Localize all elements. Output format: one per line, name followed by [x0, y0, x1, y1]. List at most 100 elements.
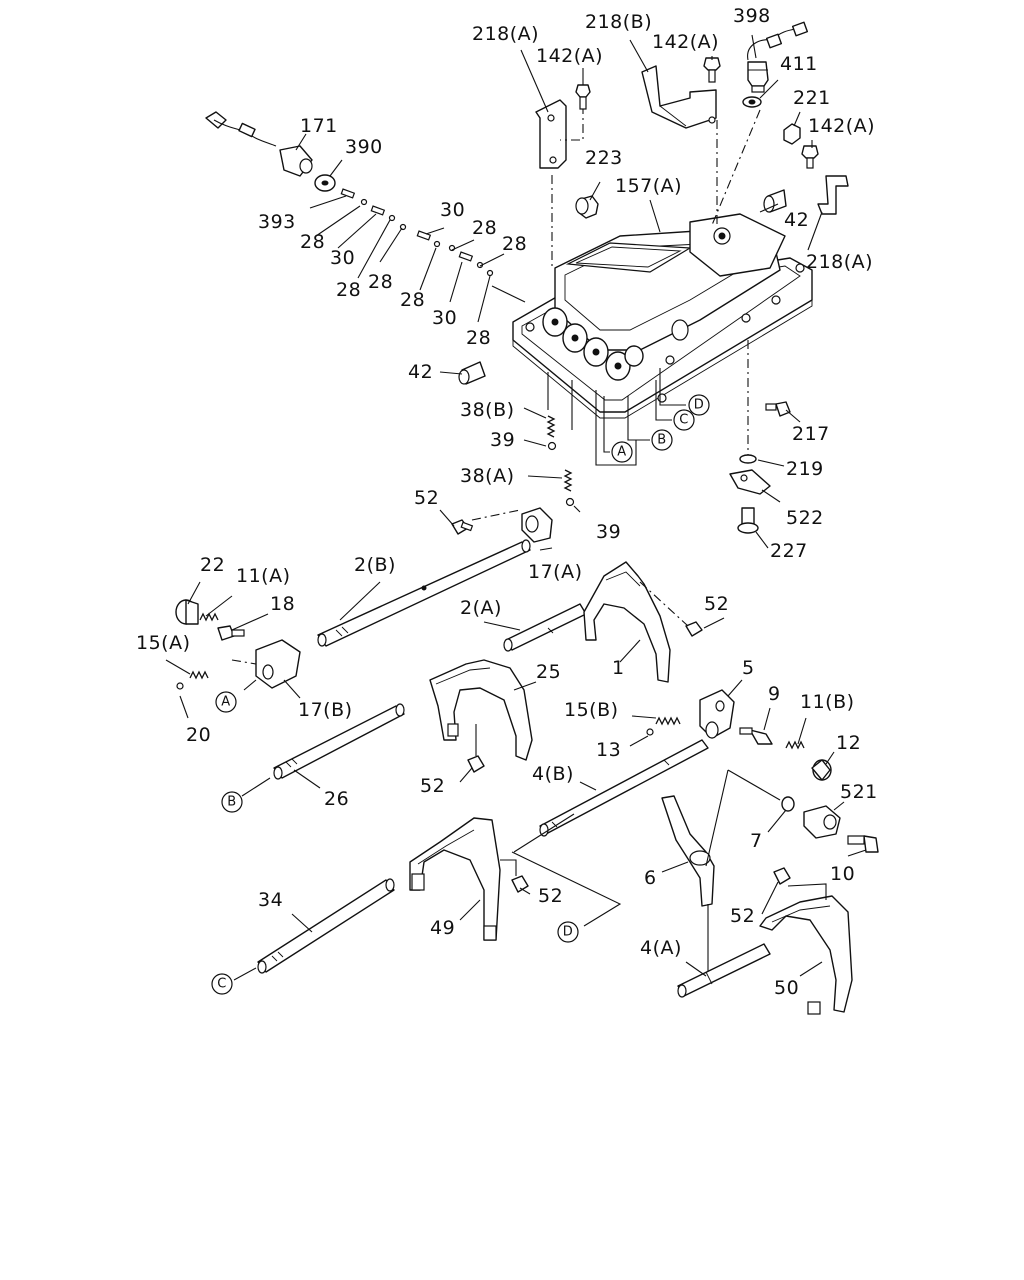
spring-38a [563, 469, 573, 492]
shift-rail-4b [539, 739, 709, 837]
bolt-9 [739, 727, 773, 745]
label-218b: 218(B) [585, 11, 652, 33]
washer-390 [314, 174, 336, 192]
label-42-left: 42 [408, 361, 433, 383]
label-26: 26 [324, 788, 349, 810]
label-49: 49 [430, 917, 455, 939]
ref-marker-a-left: A [215, 691, 237, 713]
bracket-218a-top [535, 99, 584, 169]
label-522: 522 [786, 507, 824, 529]
shift-rail-26 [273, 703, 405, 780]
label-52-b: 52 [704, 593, 729, 615]
sensor-171 [205, 111, 313, 177]
rail-bores [542, 307, 689, 381]
shift-block-17a [471, 507, 553, 543]
label-2a: 2(A) [460, 597, 502, 619]
label-28-d: 28 [368, 271, 393, 293]
shift-fork-50 [759, 895, 853, 1015]
label-30-a: 30 [440, 199, 465, 221]
label-30-b: 30 [330, 247, 355, 269]
switch-398 [747, 21, 809, 93]
label-28-b: 28 [472, 217, 497, 239]
spring-15a [189, 670, 209, 680]
guide-lines-mid [511, 769, 781, 978]
bolt-142a-top [575, 84, 591, 110]
label-2b: 2(B) [354, 554, 396, 576]
label-52-a: 52 [414, 487, 439, 509]
label-52-c: 52 [420, 775, 445, 797]
shift-fork-25 [429, 659, 533, 761]
bolt-142a-mid [703, 57, 721, 83]
label-398: 398 [733, 5, 771, 27]
bolt-52-fork50 [773, 867, 827, 900]
label-15b: 15(B) [564, 699, 619, 721]
label-28-g: 28 [466, 327, 491, 349]
pin-227 [737, 507, 759, 534]
bolt-52-fork49 [500, 859, 529, 893]
bolt-10 [847, 835, 879, 853]
nut-221 [783, 123, 801, 145]
leader-lines-top [295, 34, 823, 549]
label-157a: 157(A) [615, 175, 682, 197]
plate-522 [729, 469, 771, 495]
label-142a-mid: 142(A) [652, 31, 719, 53]
label-218a-top: 218(A) [472, 23, 539, 45]
label-18: 18 [270, 593, 295, 615]
label-5: 5 [742, 657, 755, 679]
shift-fork-1 [583, 561, 671, 683]
shift-block-17b [231, 639, 301, 689]
bracket-218a-right [817, 175, 849, 215]
label-11a: 11(A) [236, 565, 291, 587]
ref-marker-d-mid: D [557, 921, 579, 943]
plug-42-left [458, 361, 486, 385]
label-28-c: 28 [502, 233, 527, 255]
label-142a-right: 142(A) [808, 115, 875, 137]
svg-text:B: B [657, 433, 666, 448]
label-13: 13 [596, 739, 621, 761]
ref-marker-a-top: A [611, 441, 633, 463]
spring-11b [785, 740, 805, 750]
svg-text:C: C [679, 413, 689, 428]
label-223: 223 [585, 147, 623, 169]
part-labels: 218(A) 142(A) 218(B) 142(A) 398 411 221 … [136, 5, 878, 999]
shift-cover-housing [512, 109, 813, 455]
label-17a: 17(A) [528, 561, 583, 583]
label-39a: 39 [490, 429, 515, 451]
label-28-a: 28 [300, 231, 325, 253]
svg-text:C: C [217, 977, 227, 992]
spring-38b [546, 415, 556, 438]
bolt-18 [217, 625, 245, 641]
shift-rail-4a [677, 943, 771, 998]
svg-text:A: A [617, 445, 626, 460]
ball-39b [565, 497, 575, 507]
label-4b: 4(B) [532, 763, 574, 785]
bolt-217 [765, 401, 791, 417]
label-38a: 38(A) [460, 465, 515, 487]
label-17b: 17(B) [298, 699, 353, 721]
shift-fork-6 [661, 795, 715, 907]
label-411: 411 [780, 53, 818, 75]
label-15a: 15(A) [136, 632, 191, 654]
ref-marker-b-left: B [221, 791, 243, 813]
bolt-52-fork25 [467, 724, 485, 773]
label-50: 50 [774, 977, 799, 999]
plug-22 [175, 599, 199, 625]
label-20: 20 [186, 724, 211, 746]
label-52-d: 52 [538, 885, 563, 907]
label-218a-right: 218(A) [806, 251, 873, 273]
label-4a: 4(A) [640, 937, 682, 959]
label-11b: 11(B) [800, 691, 855, 713]
svg-text:D: D [563, 925, 574, 940]
shift-fork-49 [409, 817, 501, 941]
oring-7 [781, 796, 795, 812]
label-42-right: 42 [784, 209, 809, 231]
label-52-e: 52 [730, 905, 755, 927]
label-521: 521 [840, 781, 878, 803]
label-227: 227 [770, 540, 808, 562]
svg-text:D: D [694, 398, 705, 413]
ball-20 [176, 682, 184, 690]
washer-219 [739, 454, 757, 464]
label-1: 1 [612, 657, 625, 679]
label-38b: 38(B) [460, 399, 515, 421]
bolt-52-upper [451, 519, 474, 535]
